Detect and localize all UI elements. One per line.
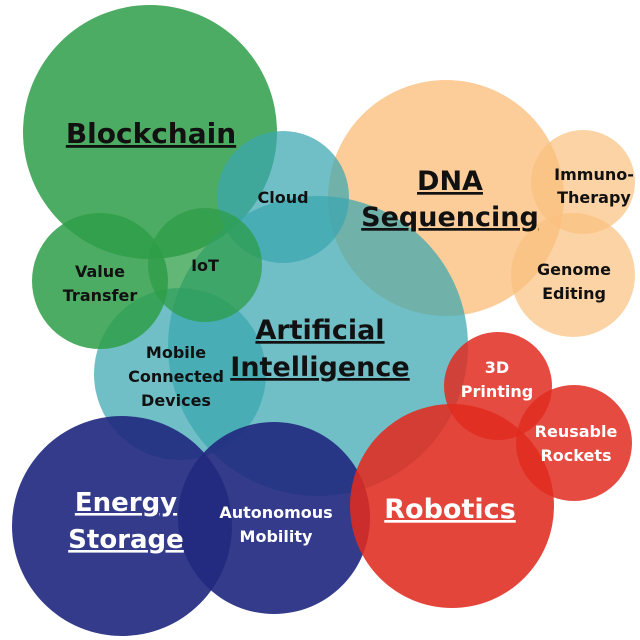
autonomous-mobility-label-line-1: Autonomous [219,503,332,522]
bubble-circles [12,5,635,636]
energy-storage-label-line-2: Storage [68,525,184,555]
bubble-labels: Blockchain Cloud IoT Value Transfer Mobi… [63,117,634,555]
genome-editing-circle [511,213,635,337]
dna-sequencing-label-line-2: Sequencing [361,202,539,233]
blockchain-label: Blockchain [66,117,236,150]
energy-storage-circle [12,416,232,636]
immunotherapy-label-line-2: Therapy [557,188,631,207]
mobile-devices-label-line-2: Connected [128,367,224,386]
3d-printing-label-line-1: 3D [485,358,509,377]
autonomous-mobility-circle [178,422,370,614]
cloud-label: Cloud [257,188,308,207]
immunotherapy-circle [531,130,635,234]
cloud-circle [217,131,349,263]
genome-editing-label-line-1: Genome [537,260,611,279]
mobile-devices-label-line-3: Devices [141,391,211,410]
3d-printing-label-line-2: Printing [461,382,533,401]
genome-editing-label-line-2: Editing [542,284,606,303]
robotics-circle [350,404,554,608]
iot-label: IoT [191,256,219,275]
value-transfer-circle [32,213,168,349]
energy-storage-label-line-1: Energy [75,488,177,518]
value-transfer-label-line-2: Transfer [63,286,138,305]
value-transfer-label-line-1: Value [75,262,125,281]
artificial-intelligence-label-line-2: Intelligence [230,352,409,383]
autonomous-mobility-label-line-2: Mobility [240,527,313,546]
iot-circle [148,208,262,322]
robotics-label: Robotics [384,494,515,525]
dna-sequencing-label-line-1: DNA [417,166,483,197]
mobile-devices-label-line-1: Mobile [146,343,206,362]
blockchain-circle [23,5,277,259]
reusable-rockets-label-line-1: Reusable [535,422,618,441]
reusable-rockets-label-line-2: Rockets [540,446,611,465]
artificial-intelligence-label-line-1: Artificial [255,315,384,346]
reusable-rockets-circle [516,385,632,501]
immunotherapy-label-line-1: Immuno- [554,165,634,184]
